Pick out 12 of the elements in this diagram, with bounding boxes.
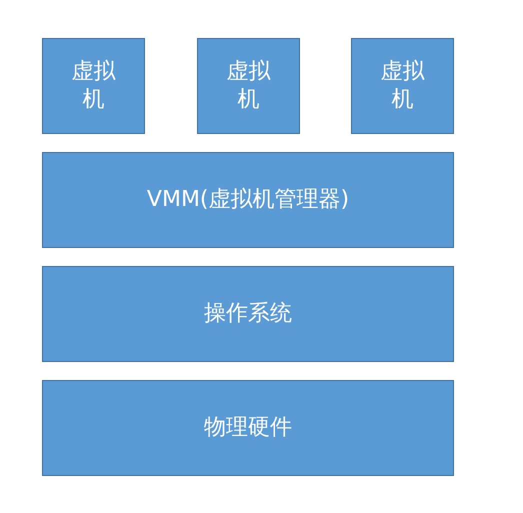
layer-box	[42, 266, 454, 362]
layer-box	[197, 38, 300, 134]
layer-box	[42, 152, 454, 248]
box-label: 虚拟机	[380, 58, 426, 114]
layer-box	[42, 38, 145, 134]
box-label: 物理硬件	[204, 414, 292, 442]
layer-box	[351, 38, 454, 134]
box-label: 操作系统	[204, 300, 292, 328]
box-label: VMM(虚拟机管理器)	[146, 186, 350, 214]
box-label: 虚拟机	[226, 58, 272, 114]
box-label: 虚拟机	[70, 58, 116, 114]
layer-box	[42, 380, 454, 476]
